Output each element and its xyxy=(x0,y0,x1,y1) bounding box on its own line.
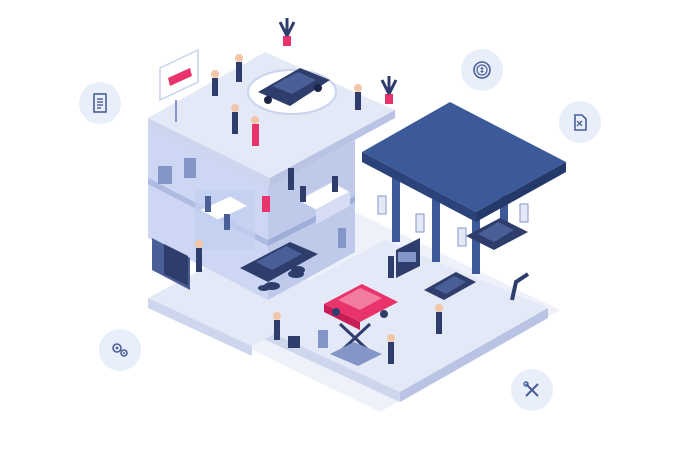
presentation-board xyxy=(159,48,199,122)
tool-cart xyxy=(288,336,300,348)
fuel-canopy xyxy=(362,102,566,222)
showroom-car xyxy=(258,68,330,106)
plant-top xyxy=(278,18,296,46)
tire-changer xyxy=(318,330,328,348)
water-cooler xyxy=(338,228,346,248)
office-workers xyxy=(158,158,250,230)
car-lift xyxy=(330,322,382,366)
plant-right xyxy=(380,76,398,104)
sales-desks xyxy=(262,168,352,224)
fueling-car xyxy=(466,218,528,250)
storage-lockers xyxy=(152,238,203,290)
fuel-can-icon xyxy=(574,114,587,131)
gears-badge xyxy=(99,329,141,371)
fuel-station xyxy=(362,102,566,274)
mechanics xyxy=(273,304,443,364)
garage-dark-car xyxy=(424,272,476,300)
fuel-pumps xyxy=(377,195,529,247)
gears-icon xyxy=(112,343,128,357)
coin-icon xyxy=(473,61,491,79)
wrench-screwdriver-icon xyxy=(523,381,539,397)
showroom-people xyxy=(211,54,362,146)
tire-stack xyxy=(258,266,305,291)
storage-floor xyxy=(148,250,345,356)
document-badge xyxy=(79,82,121,124)
robot-arm xyxy=(510,272,530,301)
wrench-badge xyxy=(511,369,553,411)
coin-badge xyxy=(461,49,503,91)
red-car-on-lift xyxy=(324,284,398,330)
document-icon xyxy=(93,93,107,113)
fuel-can-badge xyxy=(559,101,601,143)
diagnostic-station xyxy=(388,238,420,278)
